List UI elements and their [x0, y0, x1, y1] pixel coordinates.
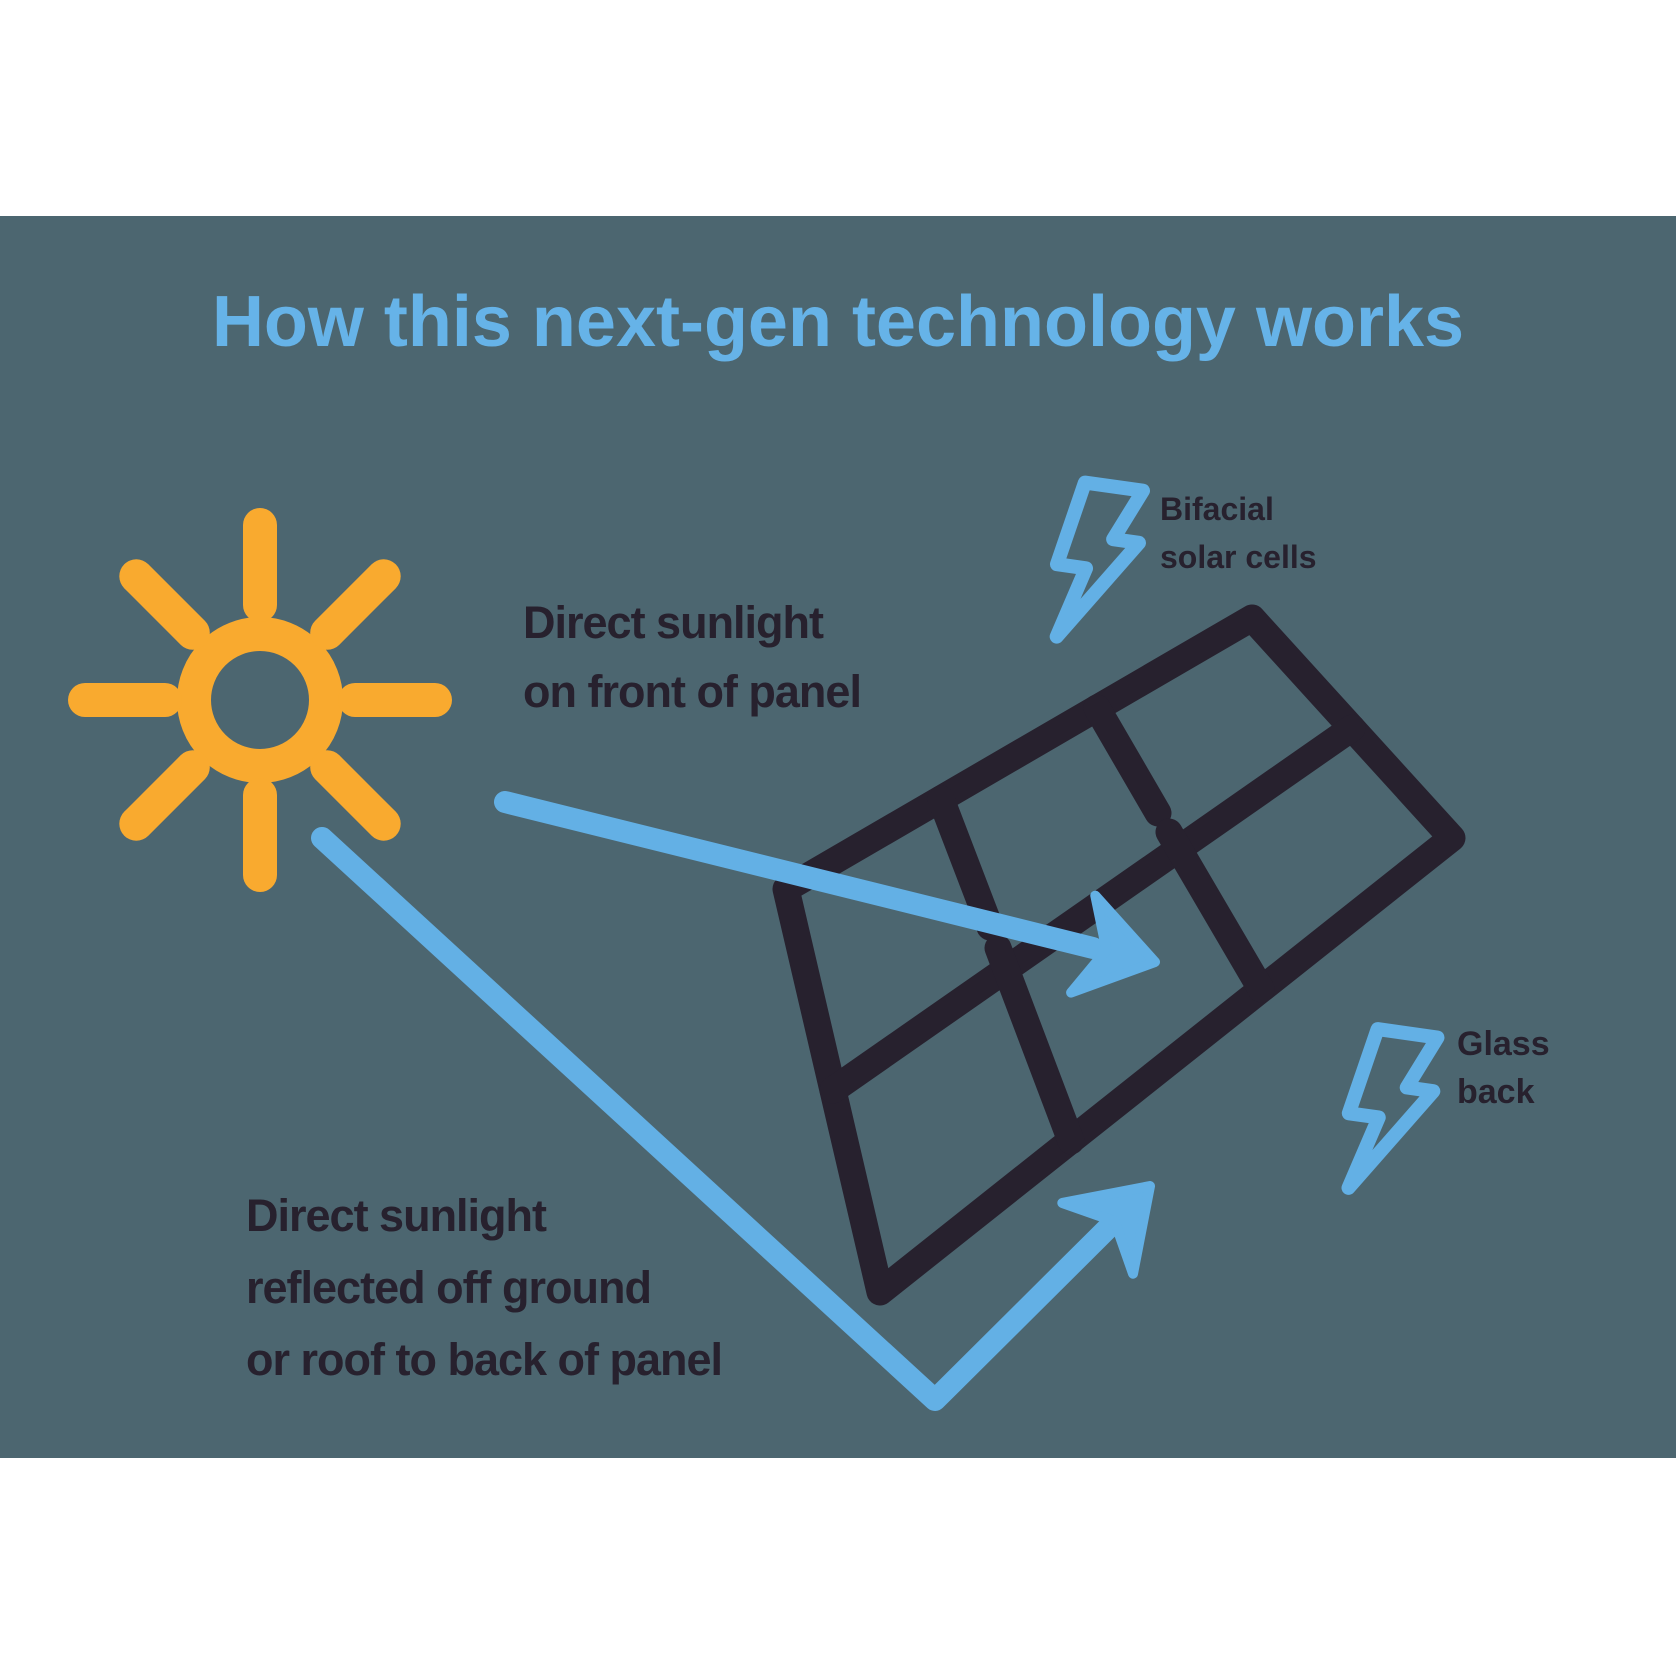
reflected-sunlight-label-line3: or roof to back of panel	[246, 1334, 723, 1385]
glass-back-label-line2: back	[1457, 1073, 1535, 1111]
bifacial-cells-label: Bifacial solar cells	[1160, 485, 1317, 581]
bifacial-cells-label-line2: solar cells	[1160, 539, 1317, 575]
solar-panel-icon	[772, 604, 1466, 1306]
reflected-sunlight-label-line1: Direct sunlight	[246, 1190, 547, 1241]
bifacial-cells-label-line1: Bifacial	[1160, 491, 1274, 527]
front-sunlight-label: Direct sunlight on front of panel	[523, 588, 862, 726]
front-sunlight-label-line2: on front of panel	[523, 666, 862, 717]
lightning-bolt-icon	[1339, 1027, 1441, 1198]
reflected-sunlight-label: Direct sunlight reflected off ground or …	[246, 1180, 723, 1396]
page-title: How this next-gen technology works	[211, 282, 1465, 362]
glass-back-label-line1: Glass	[1457, 1025, 1550, 1063]
reflected-sunlight-label-line2: reflected off ground	[246, 1262, 652, 1313]
sun-icon	[68, 508, 452, 892]
glass-back-label: Glass back	[1457, 1020, 1550, 1116]
front-sunlight-label-line1: Direct sunlight	[523, 597, 824, 648]
lightning-bolt-icon	[1047, 480, 1146, 646]
direct-sunlight-arrow	[494, 791, 1160, 998]
background-band	[0, 216, 1676, 1458]
reflected-sunlight-arrow	[311, 827, 1155, 1411]
